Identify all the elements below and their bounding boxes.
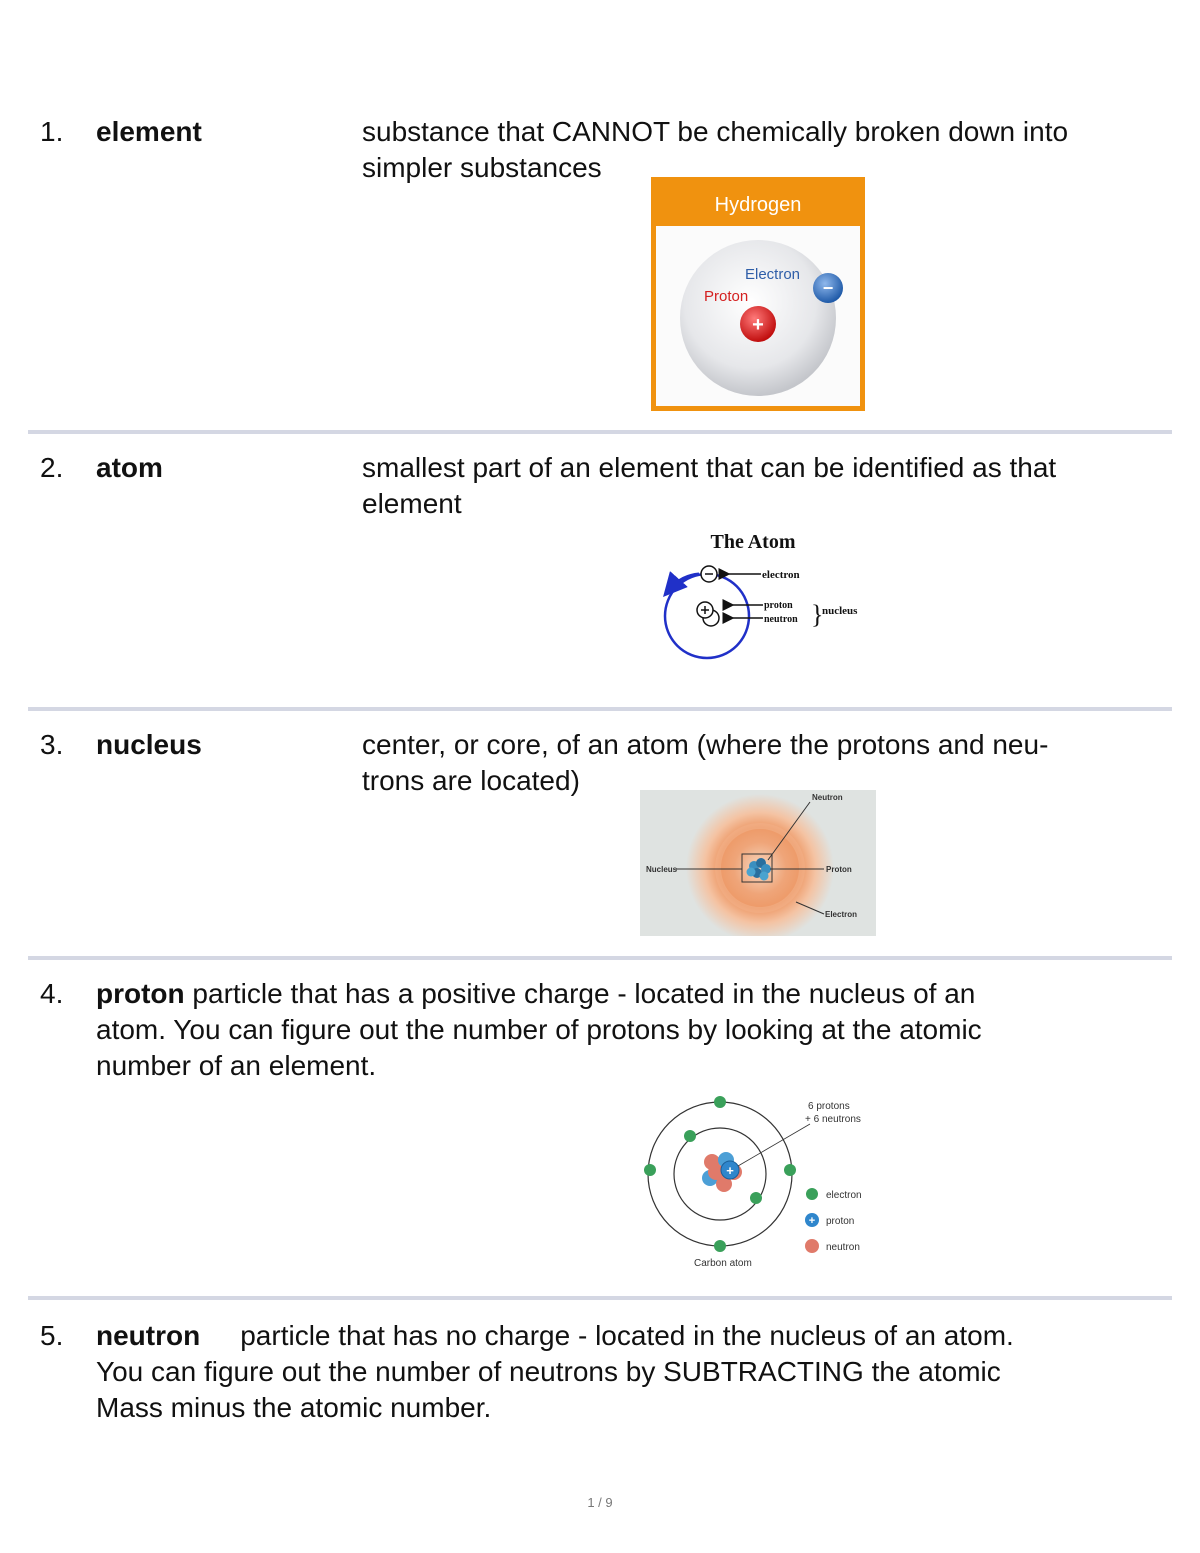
proton-label: Proton [826,865,852,874]
item-number: 1. [40,116,64,147]
item-number: 5. [40,1320,64,1351]
definition-line: center, or core, of an atom (where the p… [362,729,1049,760]
svg-text:+: + [809,1215,815,1227]
definition-neutron: neutron particle that has no charge - loc… [96,1318,1156,1426]
atom-figure-title: The Atom [711,531,796,553]
nucleus-cluster: + [702,1152,742,1192]
electron-ball [813,273,843,303]
divider [28,1296,1172,1300]
nucleus-cluster [746,858,771,881]
electron-sign: − [823,278,834,298]
term-neutron: neutron [96,1320,201,1351]
proton-ball [740,306,776,342]
carbon-atom-figure: + 6 protons + 6 neutrons electron + prot… [644,1096,862,1269]
term-atom: atom [96,452,163,483]
legend-proton: proton [826,1216,854,1227]
term-nucleus: nucleus [96,729,202,760]
definition-line: trons are located) [362,765,580,796]
nucleus-label: nucleus [822,605,858,617]
electrons [644,1096,796,1252]
term-proton: proton [96,978,185,1009]
definition-line: simpler substances [362,152,602,183]
legend-electron: electron [826,1190,862,1201]
definition-line: particle that has no charge - located in… [240,1320,1014,1351]
definition-line: smallest part of an element that can be … [362,452,1057,483]
definition-line: Mass minus the atomic number. [96,1392,492,1423]
electron-label: Electron [825,910,857,919]
proton-label: Proton [704,288,748,305]
definition-line: element [362,488,462,519]
proton-sign: + [752,314,764,336]
carbon-caption: Carbon atom [694,1258,752,1269]
hydrogen-atom-figure: Hydrogen + Proton − Electron [651,177,865,411]
legend-neutron: neutron [826,1242,860,1253]
item-number: 3. [40,729,64,760]
item-number: 2. [40,452,64,483]
definition-atom: smallest part of an element that can be … [362,450,1056,522]
divider [28,430,1172,434]
legend-proton-swatch [805,1213,819,1227]
legend-electron-swatch [806,1188,818,1200]
proton-label: proton [764,600,793,611]
svg-text:+: + [726,1163,734,1178]
definition-line: You can figure out the number of neutron… [96,1356,1001,1387]
item-number: 4. [40,978,64,1009]
electron-label: electron [762,569,800,581]
brace: } [811,600,823,629]
the-atom-figure: The Atom electron proton neutron } nucle… [663,531,858,660]
electron-label: Electron [745,266,800,283]
page-number: 1 / 9 [587,1495,613,1510]
divider [28,707,1172,711]
callout-neutrons: + 6 neutrons [805,1114,861,1125]
divider [28,956,1172,960]
neutron-label: Neutron [812,793,843,802]
nucleus-label: Nucleus [646,865,678,874]
definition-nucleus: center, or core, of an atom (where the p… [362,727,1048,799]
term-element: element [96,116,202,147]
orbit-arrow [663,571,700,597]
nucleus-figure: Nucleus Neutron Proton Electron [640,790,876,936]
definition-proton: proton particle that has a positive char… [96,976,1156,1084]
inner-shell [673,1127,767,1221]
definition-line: atom. You can figure out the number of p… [96,1014,982,1045]
legend-neutron-swatch [805,1239,819,1253]
callout-protons: 6 protons [808,1101,850,1112]
neutron-label: neutron [764,614,798,625]
definition-line: substance that CANNOT be chemically brok… [362,116,1069,147]
definition-element: substance that CANNOT be chemically brok… [362,114,1068,186]
definition-line: particle that has a positive charge - lo… [192,978,976,1009]
hydrogen-title: Hydrogen [715,194,802,216]
definition-line: number of an element. [96,1050,377,1081]
